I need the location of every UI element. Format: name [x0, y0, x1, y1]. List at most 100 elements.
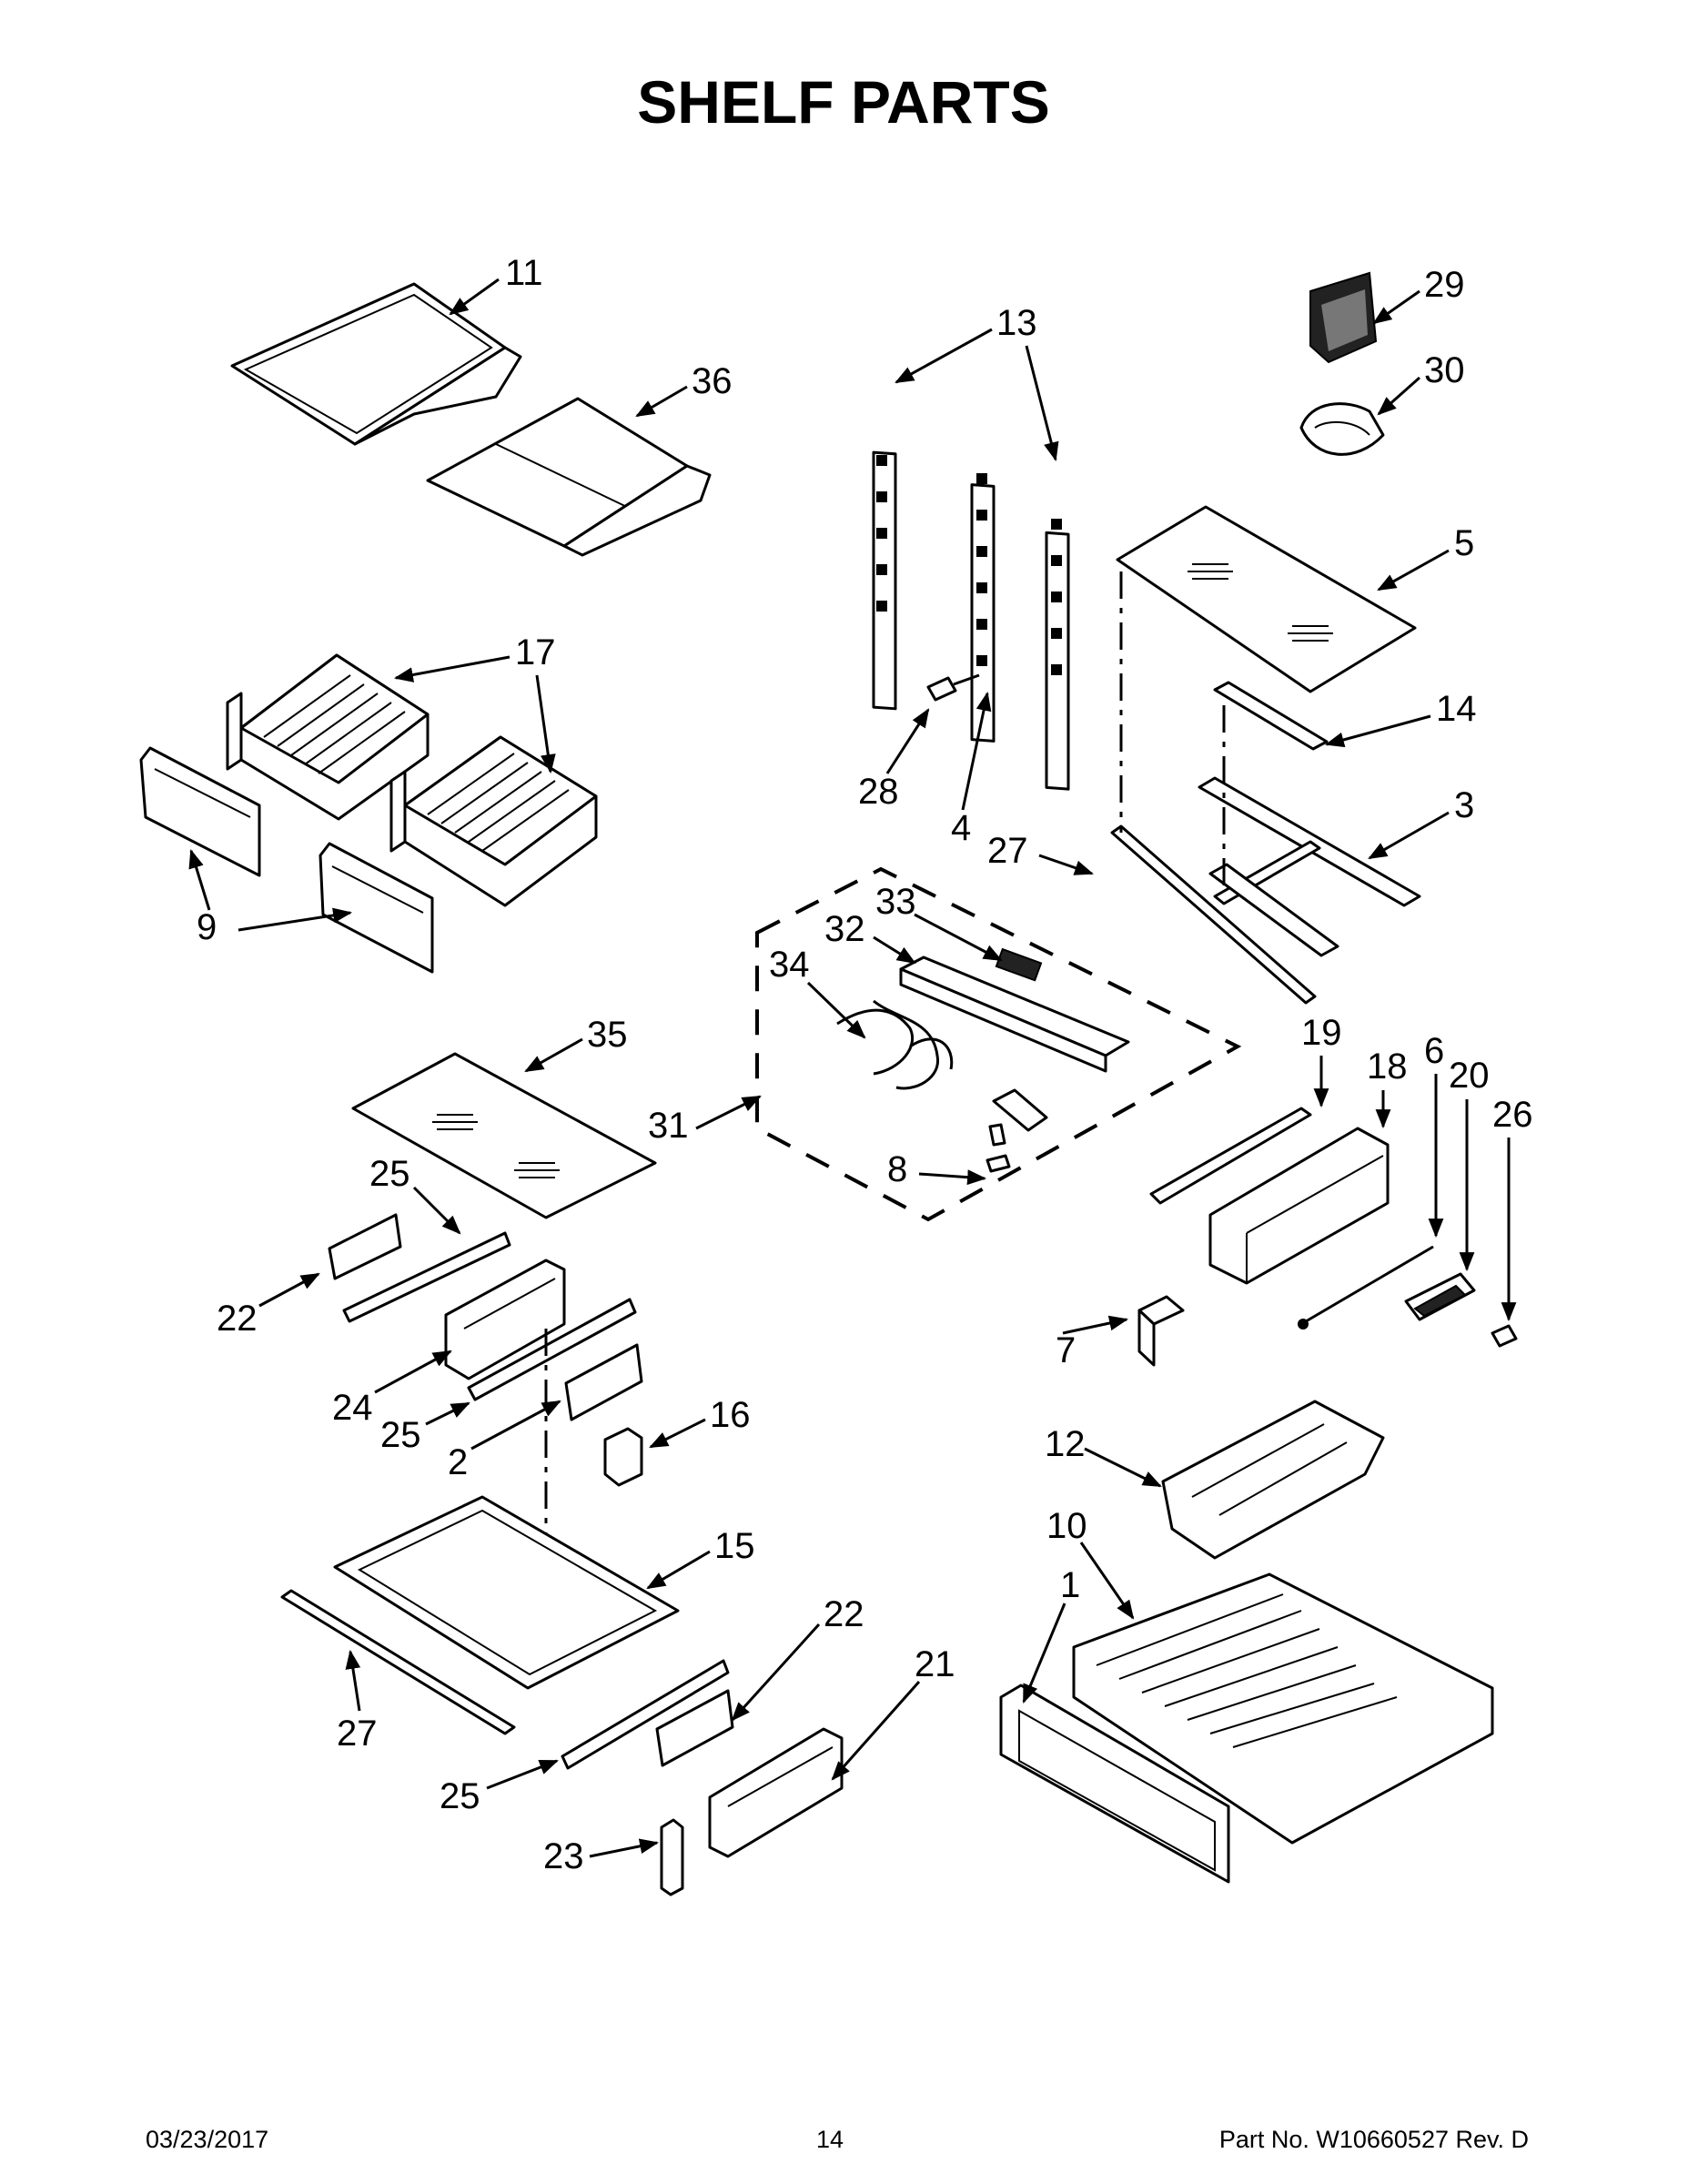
- part-22-bracket-upper: [328, 1213, 402, 1280]
- part-18-housing: [1208, 1127, 1390, 1285]
- callout-20: 20: [1449, 1056, 1490, 1096]
- leader-25-upper: [412, 1186, 461, 1235]
- part-9-front-upper: [139, 746, 261, 877]
- callout-11: 11: [505, 253, 543, 293]
- callout-27-lower: 27: [337, 1714, 378, 1754]
- part-10-drawer: [1072, 1572, 1494, 1845]
- part-11-shelf: [230, 282, 522, 446]
- callout-15: 15: [714, 1526, 755, 1566]
- callout-28: 28: [858, 772, 899, 812]
- callout-26: 26: [1492, 1095, 1533, 1135]
- part-28-screw: [926, 673, 980, 702]
- callout-4: 4: [951, 808, 971, 848]
- part-26-screw: [1491, 1324, 1518, 1348]
- part-31-assembly-outline: [755, 866, 1242, 1222]
- leader-arrows: [188, 278, 1517, 1858]
- footer-part-number: Part No. W10660527 Rev. D: [1219, 2126, 1529, 2153]
- part-25-slide-lower: [561, 1659, 730, 1770]
- callout-12: 12: [1045, 1424, 1086, 1464]
- callout-10: 10: [1046, 1506, 1087, 1546]
- leader-30: [1377, 376, 1420, 416]
- leader-5: [1377, 549, 1450, 592]
- part-16-block: [603, 1427, 643, 1487]
- leader-31: [695, 1095, 762, 1130]
- leader-27-upper: [1038, 854, 1094, 875]
- footer-date: 03/23/2017: [146, 2126, 268, 2153]
- parts-illustrations: [139, 271, 1518, 1896]
- callout-17: 17: [515, 632, 556, 672]
- callout-25-upper: 25: [369, 1154, 410, 1194]
- callout-5: 5: [1454, 523, 1474, 563]
- part-30-bracket: [1299, 402, 1385, 456]
- leader-22-lower: [731, 1623, 821, 1722]
- leader-27-lower: [345, 1649, 361, 1712]
- leader-29: [1372, 289, 1420, 325]
- part-6-sensor: [1298, 1245, 1434, 1330]
- callout-13: 13: [996, 303, 1037, 343]
- leader-4: [961, 691, 992, 811]
- leader-9b: [238, 907, 353, 932]
- part-3-frame: [1198, 776, 1421, 957]
- callout-3: 3: [1454, 785, 1474, 825]
- leader-14: [1324, 714, 1431, 748]
- leader-16: [649, 1418, 706, 1449]
- part-2-bracket: [564, 1343, 643, 1421]
- callout-18: 18: [1367, 1046, 1408, 1087]
- callout-32: 32: [824, 909, 865, 949]
- part-5-shelf: [1116, 505, 1417, 693]
- leader-8: [918, 1169, 987, 1186]
- leader-7: [1062, 1315, 1129, 1335]
- part-19-slide: [1149, 1107, 1312, 1205]
- leader-17a: [393, 655, 510, 682]
- callout-7: 7: [1056, 1330, 1076, 1370]
- part-7-block: [1137, 1295, 1185, 1367]
- callout-1: 1: [1060, 1565, 1080, 1605]
- leader-15: [646, 1550, 711, 1590]
- leader-25-lower: [486, 1759, 559, 1790]
- part-12-bin: [1161, 1400, 1385, 1560]
- leader-12: [1084, 1447, 1162, 1488]
- callout-34: 34: [769, 945, 810, 985]
- part-32-housing: [899, 956, 1130, 1073]
- leader-25-middle: [425, 1401, 470, 1426]
- part-9-front-lower: [318, 842, 434, 974]
- callout-33: 33: [875, 882, 916, 922]
- callout-22-lower: 22: [824, 1594, 864, 1634]
- leader-11: [449, 278, 500, 316]
- part-23-post: [660, 1818, 684, 1896]
- leader-24: [374, 1350, 452, 1394]
- leader-13b: [1025, 345, 1059, 462]
- callout-31: 31: [648, 1106, 689, 1146]
- callout-19: 19: [1301, 1013, 1342, 1053]
- leader-10: [1079, 1542, 1135, 1620]
- part-27-strip-upper: [1110, 824, 1317, 1005]
- part-20-module: [1404, 1272, 1476, 1321]
- leader-32: [873, 935, 916, 965]
- part-8-screw: [986, 1123, 1011, 1173]
- leader-33: [914, 913, 1003, 962]
- callout-8: 8: [887, 1149, 907, 1189]
- part-36-shelf: [426, 397, 712, 557]
- leader-34: [806, 981, 866, 1039]
- leader-2: [470, 1400, 561, 1451]
- callout-29: 29: [1424, 265, 1465, 305]
- part-15-frame: [333, 1495, 680, 1690]
- callout-25-middle: 25: [380, 1415, 421, 1455]
- callout-35: 35: [587, 1015, 628, 1055]
- leader-22-upper: [258, 1272, 320, 1308]
- callout-14: 14: [1436, 689, 1477, 729]
- part-33-cover: [995, 947, 1043, 982]
- leader-36: [635, 385, 688, 418]
- part-17-crisper-upper: [226, 653, 430, 821]
- callout-16: 16: [710, 1395, 751, 1435]
- callout-27-upper: 27: [987, 831, 1028, 871]
- part-25-slide-upper: [342, 1231, 511, 1323]
- callout-25-lower: 25: [440, 1776, 480, 1816]
- leader-35: [524, 1037, 583, 1073]
- leader-3: [1368, 811, 1450, 860]
- part-34-harness: [836, 999, 954, 1090]
- leader-21: [831, 1681, 921, 1781]
- leader-1: [1022, 1603, 1066, 1704]
- callout-24: 24: [332, 1388, 373, 1428]
